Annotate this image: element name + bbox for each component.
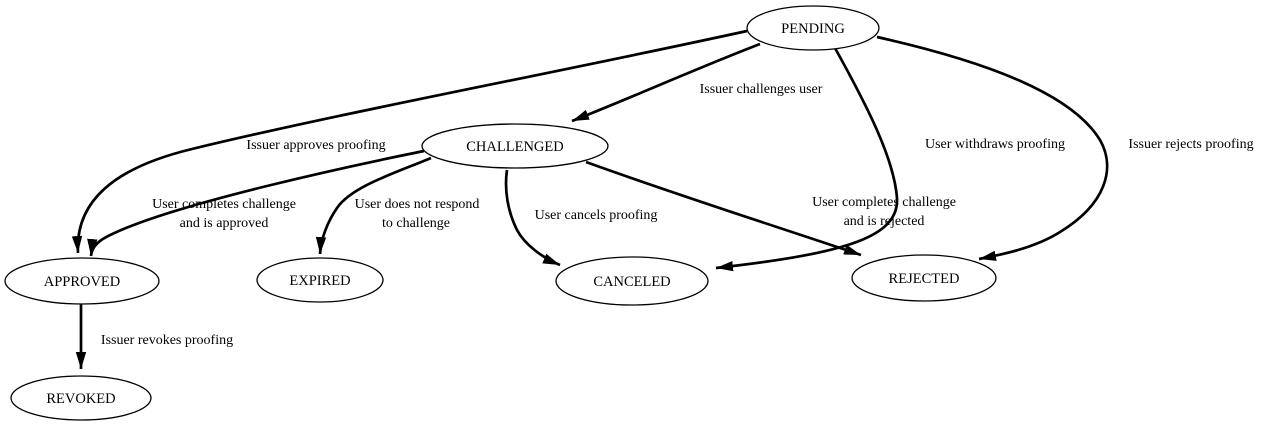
revoked-label: REVOKED bbox=[46, 391, 115, 407]
edge-challenged-rejected bbox=[585, 160, 862, 257]
challenged-label: CHALLENGED bbox=[466, 139, 563, 155]
edge-label-pending-approved: Issuer approves proofing bbox=[246, 138, 385, 153]
edge-label-pending-canceled: User withdraws proofing bbox=[925, 137, 1065, 152]
canceled-ellipse bbox=[555, 256, 709, 306]
edge-challenged-expired bbox=[315, 156, 432, 255]
edge-label-pending-challenged: Issuer challenges user bbox=[700, 82, 823, 97]
state-node-revoked: REVOKED bbox=[10, 375, 152, 421]
state-node-expired: EXPIRED bbox=[256, 257, 384, 303]
edge-label-challenged-canceled: User cancels proofing bbox=[535, 208, 658, 223]
challenged-ellipse bbox=[421, 123, 609, 169]
approved-label: APPROVED bbox=[44, 274, 121, 290]
edge-label-challenged-approved-line2: and is approved bbox=[180, 216, 269, 231]
edge-label-challenged-rejected-line2: and is rejected bbox=[844, 214, 925, 229]
pending-label: PENDING bbox=[781, 21, 845, 37]
state-node-approved: APPROVED bbox=[4, 257, 160, 305]
edge-label-challenged-expired-line2: to challenge bbox=[382, 216, 450, 231]
state-node-canceled: CANCELED bbox=[555, 256, 709, 306]
state-node-challenged: CHALLENGED bbox=[421, 123, 609, 169]
edge-challenged-canceled bbox=[504, 169, 561, 267]
edge-challenged-approved bbox=[87, 149, 425, 257]
canceled-label: CANCELED bbox=[593, 274, 670, 290]
edge-label-approved-revoked: Issuer revokes proofing bbox=[101, 333, 233, 348]
rejected-ellipse bbox=[851, 254, 997, 302]
approved-ellipse bbox=[4, 257, 160, 305]
state-node-pending: PENDING bbox=[746, 5, 880, 51]
edge-pending-canceled bbox=[715, 47, 899, 272]
revoked-ellipse bbox=[10, 375, 152, 421]
expired-label: EXPIRED bbox=[289, 273, 350, 289]
edge-label-pending-rejected: Issuer rejects proofing bbox=[1128, 137, 1253, 152]
edge-pending-approved bbox=[71, 29, 748, 254]
edge-label-challenged-rejected-line1: User completes challenge bbox=[812, 195, 956, 210]
edge-pending-challenged bbox=[571, 42, 761, 123]
state-nodes: PENDING CHALLENGED APPROVED EXPIRED CANC… bbox=[4, 5, 997, 421]
expired-ellipse bbox=[256, 257, 384, 303]
state-node-rejected: REJECTED bbox=[851, 254, 997, 302]
rejected-label: REJECTED bbox=[889, 271, 960, 287]
edge-label-challenged-expired-line1: User does not respond bbox=[355, 197, 480, 212]
edge-labels: Issuer challenges user Issuer approves p… bbox=[101, 82, 1254, 348]
edge-label-challenged-approved-line1: User completes challenge bbox=[152, 197, 296, 212]
pending-ellipse bbox=[746, 5, 880, 51]
transition-edges bbox=[71, 29, 1109, 369]
edge-pending-rejected bbox=[876, 35, 1109, 261]
